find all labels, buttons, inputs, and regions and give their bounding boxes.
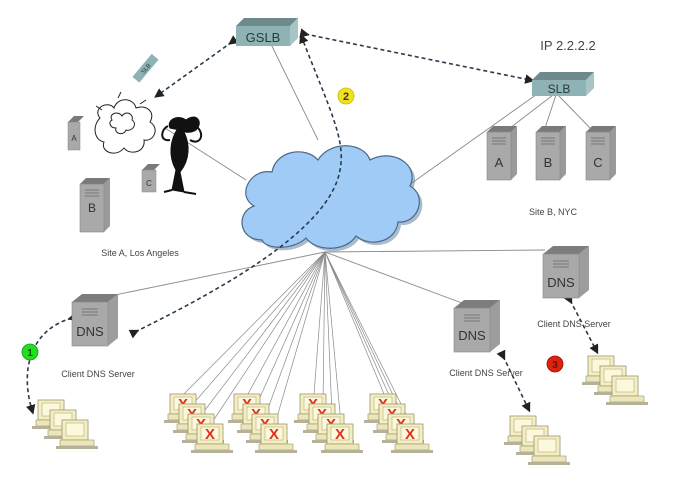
attack-link [324,251,385,395]
site-a-label: Site A, Los Angeles [101,248,179,258]
svg-text:DNS: DNS [547,275,575,290]
client-dns-server-mid: DNS [453,299,501,353]
step-2-badge: 2 [337,87,355,105]
gslb-device: GSLB [236,18,298,46]
svg-text:B: B [544,155,553,170]
attacker-group [364,394,433,453]
slb-ip-label: IP 2.2.2.2 [540,38,595,53]
client-dns-server-right-label: Client DNS Server [537,319,611,329]
server-b-site-b: B [535,125,567,181]
attacker-pc [391,424,433,453]
svg-text:3: 3 [552,360,558,371]
step-3-badge: 3 [546,355,564,373]
distressed-figure-icon [161,116,203,195]
attack-link [324,251,342,425]
client-group-right [581,355,649,406]
svg-text:DNS: DNS [458,328,486,343]
client-dns-server-right: DNS [542,245,590,299]
client-group-mid [503,415,571,466]
attacker-group [164,394,233,453]
server-b-site-a: B [79,177,111,233]
client-dns-server-left: DNS [71,293,119,347]
client-dns-server-mid-label: Client DNS Server [449,368,523,378]
attacker-pc [191,424,233,453]
attack-link [324,251,394,405]
svg-text:B: B [88,201,96,215]
attacker-pcs [164,394,433,453]
step-1-badge: 1 [21,343,39,361]
explosion-icon [94,91,156,154]
svg-text:DNS: DNS [76,324,104,339]
attack-link [313,251,326,395]
dns-flows [26,28,599,415]
svg-text:1: 1 [27,348,33,359]
server-a-site-b: A [486,125,518,181]
gslb-label: GSLB [246,30,281,45]
attack-link [324,251,333,415]
svg-text:SLB: SLB [141,63,153,76]
svg-text:C: C [593,155,602,170]
attacker-pc [255,424,297,453]
attack-link [322,251,326,405]
svg-text:A: A [495,155,504,170]
site-b-label: Site B, NYC [529,207,578,217]
svg-text:2: 2 [343,91,349,103]
client-dns-server-left-label: Client DNS Server [61,369,135,379]
client-group-left [31,399,99,450]
attacker-group [294,394,363,453]
slb-device-site-b: SLB [532,72,594,96]
svg-text:A: A [71,134,77,143]
attack-link [324,251,412,425]
attack-link [247,251,326,395]
attack-link [324,251,403,415]
svg-text:C: C [146,179,152,188]
slb-b-label: SLB [548,82,571,96]
internet-cloud [241,145,423,252]
server-c-site-a: C [141,164,160,193]
attack-link [183,251,326,395]
attacker-pc [321,424,363,453]
attack-link [265,251,326,415]
attacker-group [228,394,297,453]
server-c-site-b: C [585,125,617,181]
slb-device-site-a: SLB [132,53,159,83]
server-a-site-a: A [67,116,84,151]
